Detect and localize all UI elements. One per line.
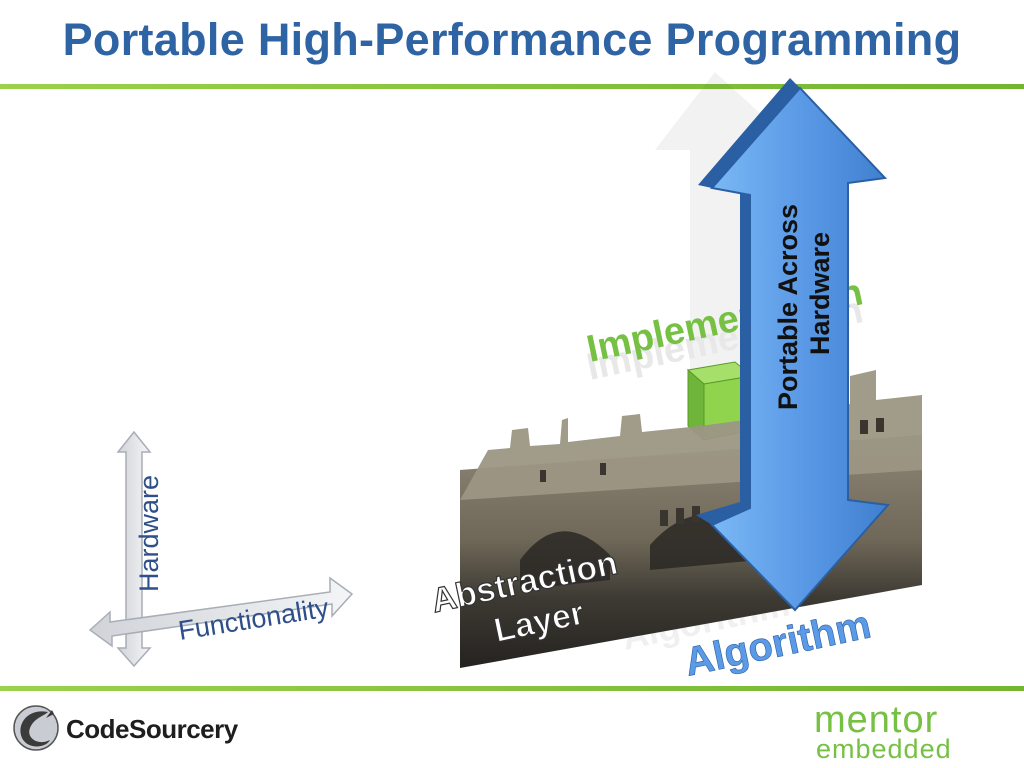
codesourcery-logo-text: CodeSourcery (66, 714, 238, 744)
bottom-divider (0, 686, 1024, 691)
portable-double-arrow (696, 78, 891, 612)
slide-title: Portable High-Performance Programming (62, 14, 962, 65)
hardware-axis-label: Hardware (134, 475, 164, 592)
mentor-logo-text: mentor (814, 700, 938, 741)
functionality-axis-label: Functionality (176, 593, 331, 646)
hardware-axis-arrow (116, 430, 152, 668)
functionality-axis-arrow (88, 576, 354, 648)
portable-label-line1: Portable Across (773, 204, 803, 410)
top-divider (0, 84, 1024, 89)
portable-label: Portable Across (773, 204, 803, 410)
codesourcery-logo: CodeSourcery (13, 705, 238, 751)
mentor-embedded-logo: mentor embedded (814, 700, 952, 762)
embedded-logo-text: embedded (816, 734, 952, 762)
axis-diagram: Hardware Functionality (88, 430, 354, 668)
portable-label-2: Hardware (805, 232, 835, 355)
portable-label-line2: Hardware (805, 232, 835, 355)
